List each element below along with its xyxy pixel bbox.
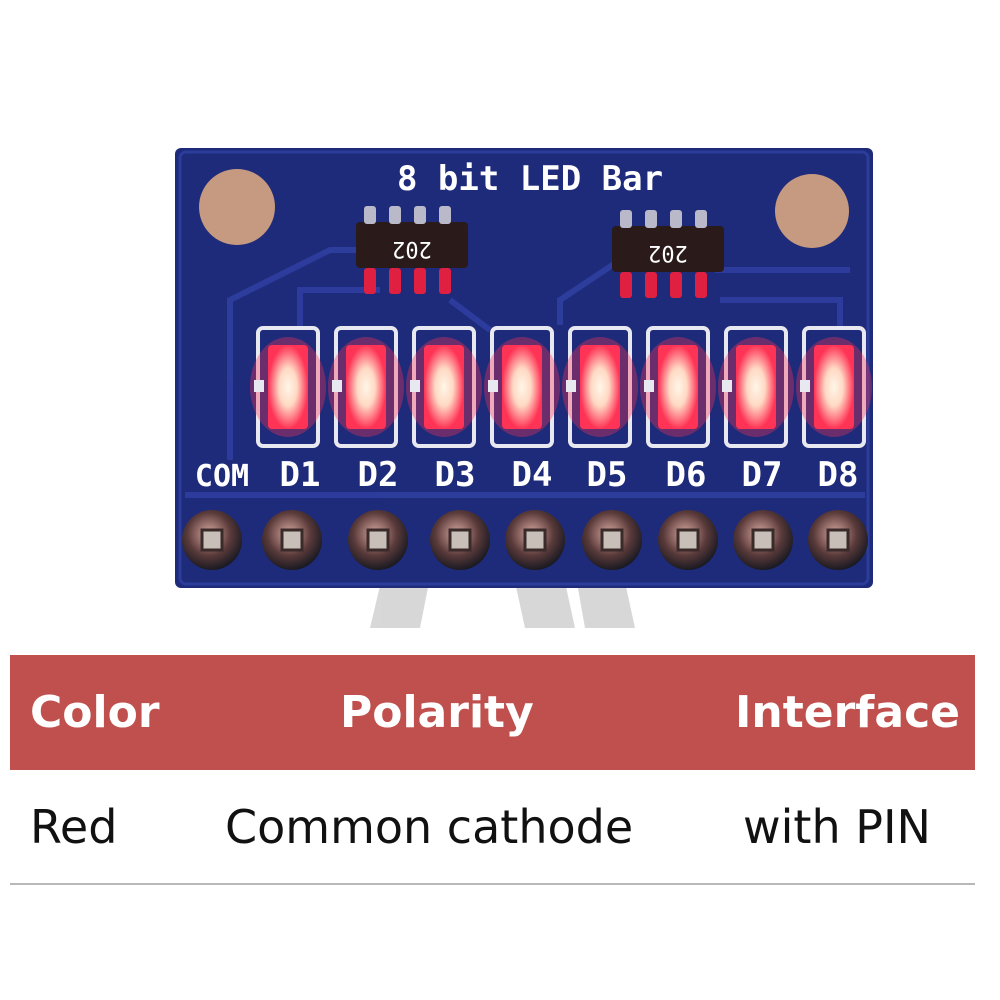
- pin-label-d1: D1: [280, 455, 321, 495]
- pin-label-com: COM: [195, 459, 249, 494]
- pin-label-d8: D8: [818, 455, 859, 495]
- pcb-traces: [185, 247, 865, 498]
- pin-header: [182, 510, 868, 570]
- header-pin-d2: [348, 510, 408, 570]
- header-pin-d4: [505, 510, 565, 570]
- header-interface: Interface: [735, 687, 961, 738]
- resistor-array-left: 202: [356, 206, 468, 294]
- board-illustration: 8 bit LED Bar 202: [175, 148, 873, 628]
- mounting-hole-left: [199, 169, 275, 245]
- header-color: Color: [30, 687, 160, 738]
- mounting-hole-right: [775, 174, 849, 248]
- header-pin-d5: [582, 510, 642, 570]
- pin-label-d5: D5: [587, 455, 628, 495]
- header-pin-d6: [658, 510, 718, 570]
- led-1: [250, 326, 326, 448]
- pin-label-d4: D4: [512, 455, 553, 495]
- led-7: [718, 326, 794, 448]
- led-5: [562, 326, 638, 448]
- led-2: [328, 326, 404, 448]
- resistor-marking: 202: [648, 240, 688, 265]
- led-4: [484, 326, 560, 448]
- value-polarity: Common cathode: [225, 799, 634, 854]
- header-pin-d1: [262, 510, 322, 570]
- spec-table-row: Red Common cathode with PIN: [10, 770, 975, 885]
- led-6: [640, 326, 716, 448]
- led-3: [406, 326, 482, 448]
- header-polarity: Polarity: [340, 687, 534, 738]
- spec-table: Color Polarity Interface Red Common cath…: [10, 655, 975, 885]
- header-pin-d3: [430, 510, 490, 570]
- value-interface: with PIN: [743, 799, 931, 854]
- board-title: 8 bit LED Bar: [397, 159, 663, 199]
- pin-label-row: COM D1 D2 D3 D4 D5 D6 D7 D8: [195, 455, 859, 495]
- value-color: Red: [30, 799, 118, 854]
- pin-label-d6: D6: [666, 455, 707, 495]
- pin-label-d7: D7: [742, 455, 783, 495]
- led-8: [796, 326, 872, 448]
- spec-table-header: Color Polarity Interface: [10, 655, 975, 770]
- resistor-marking: 202: [392, 236, 432, 261]
- header-pin-com: [182, 510, 242, 570]
- led-bar-board: 8 bit LED Bar 202: [175, 148, 873, 628]
- product-photo: 8 bit LED Bar 202: [175, 148, 873, 628]
- led-row: [250, 326, 872, 448]
- header-pin-d7: [733, 510, 793, 570]
- header-pin-d8: [808, 510, 868, 570]
- pin-label-d2: D2: [358, 455, 399, 495]
- pin-label-d3: D3: [435, 455, 476, 495]
- resistor-array-right: 202: [612, 210, 724, 298]
